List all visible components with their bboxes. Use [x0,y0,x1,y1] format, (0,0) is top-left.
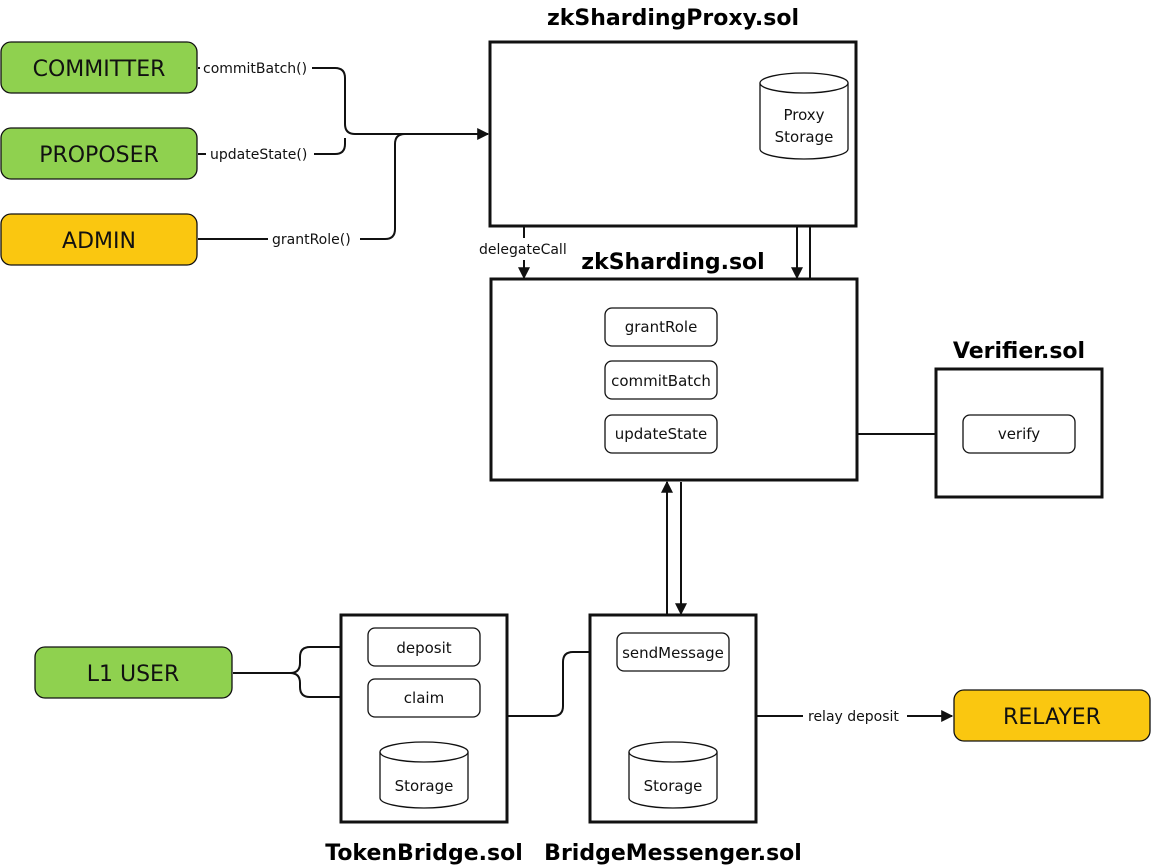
l1-user-deposit-connector [233,641,368,674]
actor-proposer: PROPOSER [0,127,198,180]
relayer-label: RELAYER [1003,705,1101,730]
fn-claim-label: claim [404,689,444,707]
fn-deposit-label: deposit [396,639,451,657]
bridge-messenger-storage-cylinder: Storage [628,741,718,809]
proxy-contract: zkShardingProxy.sol Proxy Storage [488,6,858,228]
actor-relayer: RELAYER [953,689,1151,742]
proxy-storage-cylinder: Proxy Storage [759,72,849,160]
sharding-contract-title: zkSharding.sol [581,250,764,275]
committer-label: COMMITTER [33,57,166,82]
verifier-contract: Verifier.sol verify [934,339,1104,499]
fn-verify-label: verify [998,425,1040,443]
bridge-messenger-contract: sendMessage Storage BridgeMessenger.sol [544,613,802,866]
fn-deposit: deposit [367,627,481,667]
bridge-messenger-contract-title: BridgeMessenger.sol [544,841,802,866]
grant-role-connector [198,133,406,240]
fn-send-message: sendMessage [616,632,730,672]
proxy-contract-title: zkShardingProxy.sol [547,6,799,31]
token-bridge-contract: deposit claim Storage TokenBridge.sol [325,613,523,866]
commit-batch-edge-label: commitBatch() [203,61,307,77]
fn-commit-batch: commitBatch [604,360,718,400]
l1-user-label: L1 USER [87,662,180,687]
delegate-call-edge-label: delegateCall [479,242,567,258]
admin-label: ADMIN [62,229,136,254]
token-bridge-storage-label: Storage [395,777,454,795]
update-state-edge-label: updateState() [210,147,307,163]
fn-grant-role: grantRole [604,307,718,347]
actor-admin: ADMIN [0,213,198,266]
fn-update-state: updateState [604,414,718,454]
actor-committer: COMMITTER [0,41,198,94]
fn-commit-batch-label: commitBatch [611,372,711,390]
proxy-storage-label-line2: Storage [775,128,834,146]
proposer-label: PROPOSER [39,143,159,168]
edge-labels: commitBatch() updateState() grantRole() … [200,57,907,727]
proxy-storage-label-line1: Proxy [783,106,824,124]
token-bridge-storage-cylinder: Storage [379,741,469,809]
sharding-contract: zkSharding.sol grantRole commitBatch upd… [489,250,859,482]
fn-send-message-label: sendMessage [622,644,724,662]
update-state-connector [198,138,346,155]
bridge-messenger-storage-label: Storage [644,777,703,795]
verifier-contract-title: Verifier.sol [953,339,1085,364]
actor-l1-user: L1 USER [34,646,233,699]
relay-deposit-edge-label: relay deposit [808,709,899,725]
commit-batch-connector [198,67,490,140]
grant-role-edge-label: grantRole() [272,232,351,248]
l1-user-claim-connector [289,672,368,703]
fn-grant-role-label: grantRole [625,318,698,336]
fn-verify: verify [962,414,1076,454]
fn-update-state-label: updateState [615,425,708,443]
fn-claim: claim [367,678,481,718]
token-bridge-contract-title: TokenBridge.sol [325,841,523,866]
bridge-send-connector [508,646,616,717]
